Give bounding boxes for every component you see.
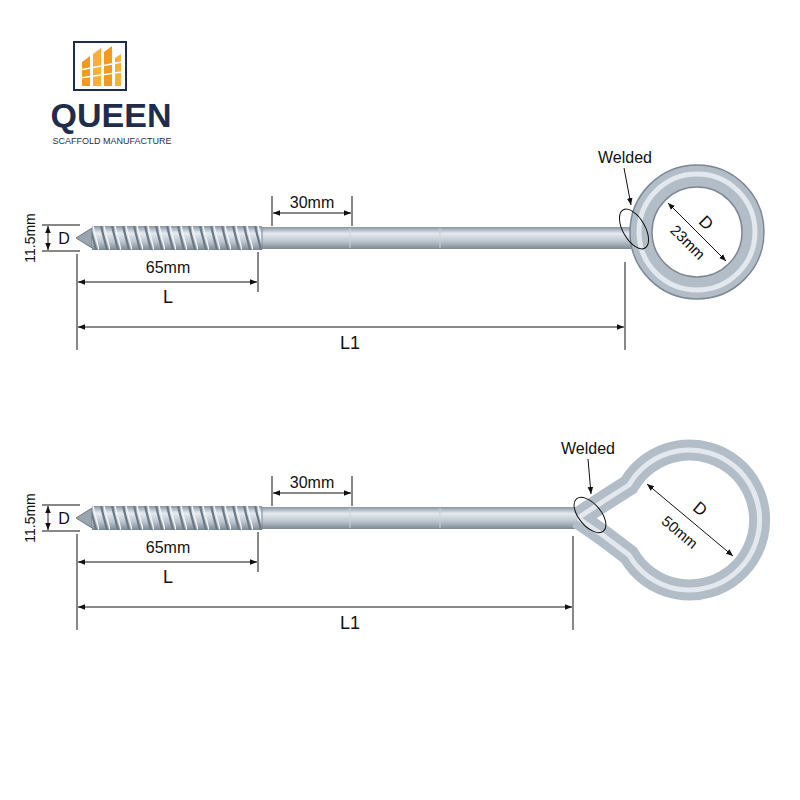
dimension-symbol: L [163,288,173,306]
dimension: 11.5mm [23,493,37,543]
dimension-symbol: D [58,231,70,247]
logo-icon [74,42,126,90]
dimension-lines [42,168,726,350]
dimension-symbol: D [58,511,70,527]
dimension-lines [568,459,733,556]
dimension-symbol: L [163,568,173,586]
eye-screw-large [76,506,582,530]
dimension-symbol: L1 [340,334,360,352]
eye-screw-small [76,165,764,299]
dimension: 65mm [146,540,190,556]
dimension-lines [42,476,573,630]
dimension-symbol: D [696,213,717,234]
dimension-symbol: D [690,499,710,520]
weld-note: Welded [561,441,615,457]
dimension: 11.5mm [23,213,37,263]
dimension: 50mm [659,513,701,551]
dimension: 65mm [146,260,190,276]
dimension-symbol: L1 [340,614,360,632]
dimension: 30mm [290,195,334,211]
brand-tagline: SCAFFOLD MANUFACTURE [52,137,171,146]
brand-name: QUEEN [51,98,172,132]
dimension: 30mm [290,475,334,491]
weld-note: Welded [598,150,652,166]
